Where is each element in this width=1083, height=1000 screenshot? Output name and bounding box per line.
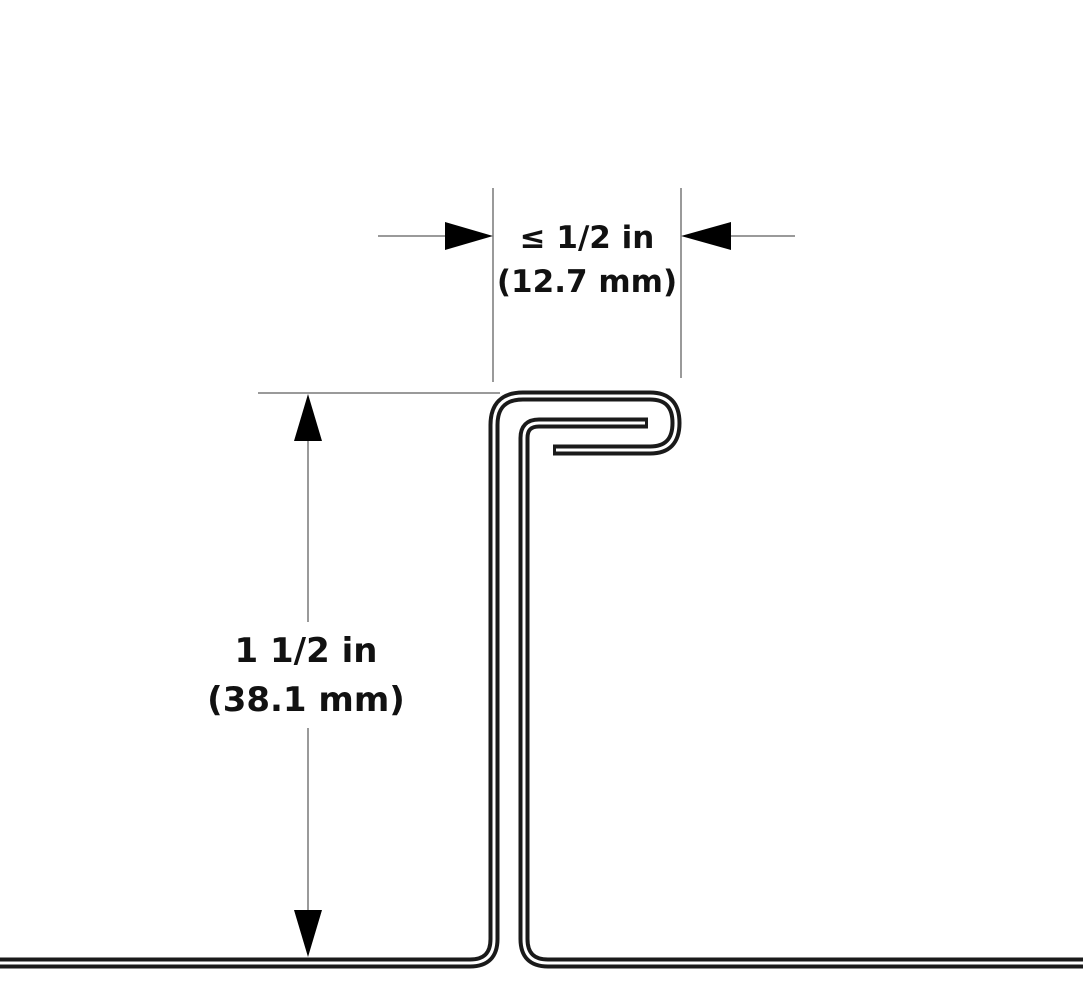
width-dimension: ≤ 1/2 in (12.7 mm) [378, 188, 795, 382]
height-arrow-down-icon [294, 910, 322, 957]
inner-panel-sheet [518, 417, 1083, 969]
width-dimension-imperial: ≤ 1/2 in [520, 220, 655, 256]
width-arrow-right-pointing-icon [445, 222, 493, 250]
width-arrow-left-pointing-icon [681, 222, 731, 250]
seam-profile [0, 390, 1083, 969]
height-dimension-imperial: 1 1/2 in [235, 631, 378, 671]
height-dimension: 1 1/2 in (38.1 mm) [207, 392, 500, 957]
height-arrow-up-icon [294, 394, 322, 441]
height-dimension-metric: (38.1 mm) [207, 680, 405, 720]
inner-panel-sheet-highlight [522, 421, 1083, 965]
outer-panel-sheet-highlight [0, 394, 678, 965]
width-dimension-metric: (12.7 mm) [497, 264, 677, 300]
